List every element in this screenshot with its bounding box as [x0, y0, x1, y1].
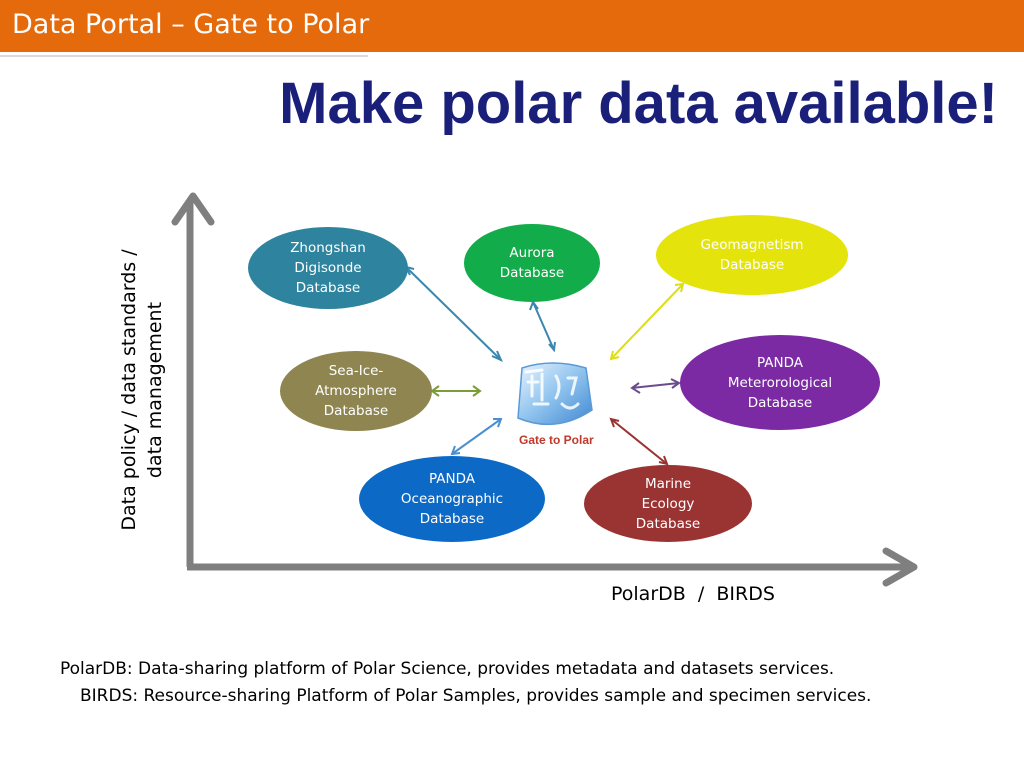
node-panda-oceanographic[interactable]: PANDA Oceanographic Database — [359, 456, 545, 542]
node-sea-ice-atmosphere[interactable]: Sea-Ice- Atmosphere Database — [280, 351, 432, 431]
node-label: Sea-Ice- Atmosphere Database — [315, 363, 397, 419]
footnote-birds: BIRDS: Resource-sharing Platform of Pola… — [80, 686, 872, 706]
node-label: PANDA Oceanographic Database — [400, 471, 504, 527]
y-axis-arrowhead — [171, 192, 215, 226]
connector-geomagnetism — [610, 283, 684, 360]
connector-panda-met — [631, 382, 680, 389]
arrowheads — [404, 265, 685, 466]
header-divider — [0, 55, 368, 57]
connector-marine — [610, 418, 668, 465]
arrowhead — [430, 385, 440, 397]
arrowhead — [491, 350, 503, 362]
y-axis-label: Data policy / data standards / data mana… — [118, 249, 166, 531]
node-marine-ecology[interactable]: Marine Ecology Database — [584, 465, 752, 542]
arrowhead — [674, 282, 685, 293]
node-label: Aurora Database — [499, 245, 565, 281]
node-panda-meteorological[interactable]: PANDA Meterorological Database — [680, 335, 880, 430]
arrowhead — [658, 455, 669, 466]
arrowhead — [548, 341, 556, 353]
slide-title: Make polar data available! — [279, 71, 998, 136]
connector-aurora — [532, 301, 555, 351]
arrowhead — [493, 418, 503, 428]
ice-cube-icon — [517, 362, 593, 426]
axes — [171, 192, 918, 587]
node-label: Zhongshan Digisonde Database — [290, 240, 366, 296]
arrowhead — [450, 445, 461, 456]
logo-caption: Gate to Polar — [519, 433, 594, 447]
node-label: Marine Ecology Database — [635, 475, 701, 532]
arrowhead — [472, 385, 482, 397]
footnote-polardb: PolarDB: Data-sharing platform of Polar … — [60, 659, 835, 679]
arrowhead — [670, 378, 681, 389]
node-label: PANDA Meterorological Database — [727, 354, 833, 411]
x-axis-arrowhead — [882, 547, 918, 587]
arrowhead — [609, 350, 620, 361]
node-aurora[interactable]: Aurora Database — [464, 224, 600, 302]
x-axis-label: PolarDB / BIRDS — [611, 583, 775, 605]
gate-to-polar-logo — [512, 360, 594, 450]
arrowhead — [630, 382, 641, 394]
arrowhead — [609, 417, 620, 428]
node-zhongshan-digisonde[interactable]: Zhongshan Digisonde Database — [248, 227, 408, 309]
node-label: Geomagnetism Database — [700, 237, 804, 273]
connectors — [404, 265, 685, 466]
header-title: Data Portal – Gate to Polar — [12, 9, 370, 40]
node-geomagnetism[interactable]: Geomagnetism Database — [656, 215, 848, 295]
arrowhead — [529, 299, 539, 311]
connector-panda-ocean — [451, 418, 502, 455]
header-bar: Data Portal – Gate to Polar — [0, 0, 1024, 52]
connector-zhongshan — [405, 266, 502, 361]
